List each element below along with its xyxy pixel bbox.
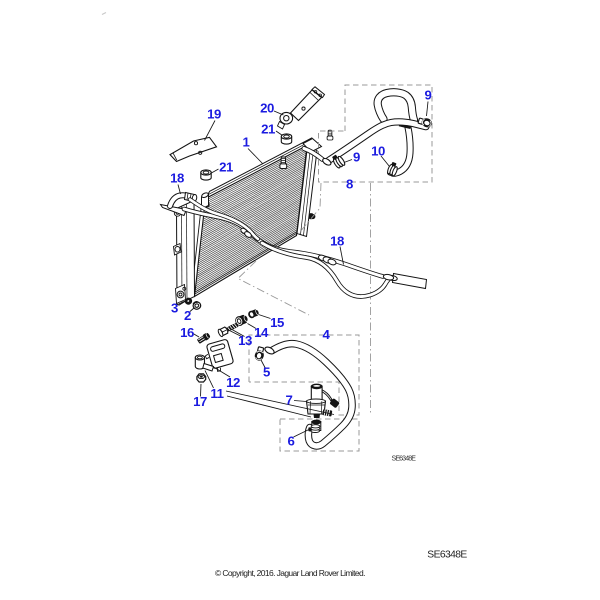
svg-text:1: 1 bbox=[243, 135, 250, 150]
svg-text:21: 21 bbox=[219, 160, 233, 175]
svg-text:7: 7 bbox=[286, 393, 293, 408]
svg-text:12: 12 bbox=[226, 375, 240, 390]
svg-text:16: 16 bbox=[180, 325, 194, 340]
svg-text:4: 4 bbox=[323, 327, 331, 342]
svg-text:18: 18 bbox=[170, 171, 184, 186]
svg-text:SE6348E: SE6348E bbox=[427, 549, 467, 560]
svg-text:19: 19 bbox=[207, 107, 221, 122]
svg-text:2: 2 bbox=[184, 308, 191, 323]
svg-text:17: 17 bbox=[193, 394, 207, 409]
svg-text:20: 20 bbox=[260, 101, 274, 116]
svg-text:© Copyright, 2016. Jaguar Land: © Copyright, 2016. Jaguar Land Rover Lim… bbox=[215, 568, 365, 578]
svg-text:14: 14 bbox=[254, 325, 269, 340]
svg-text:18: 18 bbox=[330, 234, 344, 249]
svg-text:9: 9 bbox=[353, 150, 360, 165]
svg-text:21: 21 bbox=[261, 122, 275, 137]
svg-text:5: 5 bbox=[263, 365, 270, 380]
svg-text:8: 8 bbox=[346, 177, 353, 192]
svg-text:SE6348E: SE6348E bbox=[392, 455, 417, 462]
svg-text:10: 10 bbox=[371, 144, 385, 159]
svg-text:3: 3 bbox=[171, 301, 178, 316]
svg-text:9: 9 bbox=[425, 88, 432, 103]
svg-text:15: 15 bbox=[270, 315, 284, 330]
svg-text:13: 13 bbox=[238, 333, 252, 348]
svg-text:11: 11 bbox=[210, 386, 223, 401]
svg-text:6: 6 bbox=[288, 434, 295, 449]
